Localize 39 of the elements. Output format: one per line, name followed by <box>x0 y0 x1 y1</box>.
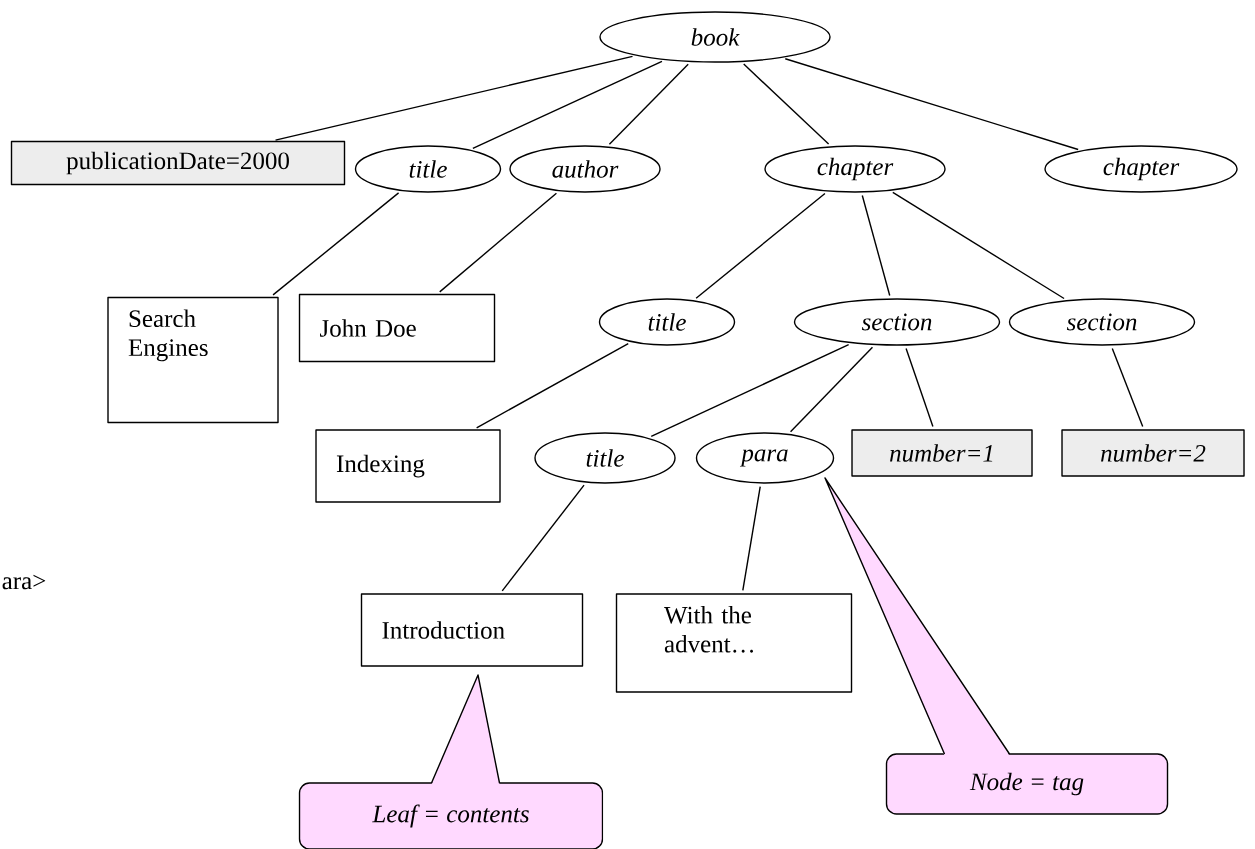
ellipse-node: title <box>598 298 736 346</box>
cut-off-text: ara> <box>2 574 46 590</box>
attribute-box: publicationDate=2000 <box>10 140 346 186</box>
callout-box: Node = tag <box>824 477 1169 815</box>
tree-line <box>695 192 826 299</box>
text-box: Indexing <box>315 429 501 503</box>
tree-line <box>272 192 400 296</box>
tree-line <box>608 63 689 145</box>
tree-line <box>650 343 850 438</box>
ellipse-node: chapter <box>764 145 946 193</box>
ellipse-node: title <box>534 432 676 484</box>
ellipse-node: chapter <box>1044 145 1238 193</box>
tree-line <box>905 347 934 428</box>
tree-line <box>472 60 663 150</box>
callout-box: Leaf = contents <box>298 674 604 849</box>
attribute-box: number=2 <box>1061 429 1245 477</box>
text-box: With the advent… <box>615 593 853 693</box>
text-box: Introduction <box>360 593 584 667</box>
attribute-box: number=1 <box>851 429 1033 477</box>
tree-line <box>743 63 830 145</box>
ellipse-node: para <box>695 432 835 484</box>
tree-line <box>501 484 585 592</box>
tree-line <box>742 485 761 592</box>
tree-line <box>1111 347 1144 428</box>
ellipse-node: author <box>509 145 661 193</box>
ellipse-node: section <box>793 298 1001 346</box>
node-label: Node = tag <box>969 772 1084 796</box>
ellipse-node: section <box>1008 298 1196 346</box>
tree-line <box>439 192 558 293</box>
tree-line <box>274 55 634 141</box>
tree-line <box>861 194 891 297</box>
tree-line <box>475 342 629 429</box>
text-box: Search Engines <box>107 296 279 424</box>
tree-line <box>784 58 1079 151</box>
ellipse-node: title <box>354 145 502 193</box>
ellipse-node: book <box>599 11 831 63</box>
tree-line <box>789 346 874 433</box>
text-box: John Doe <box>298 293 496 363</box>
tree-line <box>892 191 1065 300</box>
